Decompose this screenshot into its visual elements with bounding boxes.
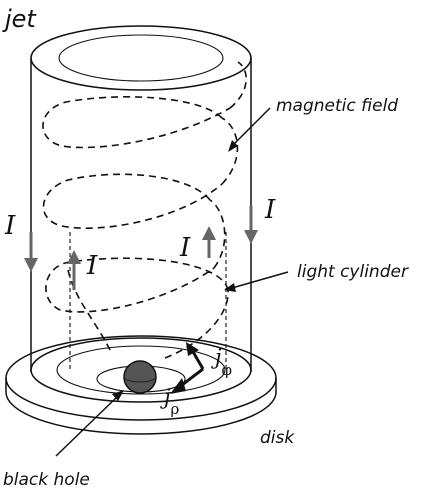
- black-hole-equator: [123, 376, 157, 383]
- current-label-outer-left: I: [4, 211, 16, 241]
- light-cylinder-pointer-head: [224, 283, 236, 292]
- j-rho-vector: [181, 367, 204, 387]
- current-arrow-outer-left-head: [24, 258, 38, 272]
- j-rho-subscript: ρ: [171, 400, 180, 418]
- field-line-3: [42, 173, 223, 229]
- field-line-2: [209, 199, 226, 269]
- disk-rim: [5, 378, 277, 435]
- black-hole: [123, 360, 157, 394]
- light-cylinder-pointer: [231, 271, 289, 289]
- j-phi-vector: [190, 349, 205, 370]
- disk-top: [5, 335, 277, 421]
- j-phi-base: j: [211, 345, 222, 369]
- current-arrow-inner-right-head: [202, 226, 216, 240]
- field-line-4: [221, 117, 239, 185]
- black-hole-label: black hole: [3, 470, 90, 489]
- jet-label: jet: [2, 5, 37, 33]
- current-arrow-outer-right-head: [244, 230, 258, 244]
- field-line-5: [42, 96, 231, 149]
- magnetic-field-helix: [42, 61, 247, 359]
- field-line-0: [164, 289, 229, 359]
- j-rho-base: j: [160, 385, 171, 409]
- cylinder-top-inner: [58, 34, 224, 82]
- j-phi-vector-head: [186, 342, 199, 356]
- field-line-1: [45, 257, 229, 313]
- current-label-inner-left: I: [86, 251, 98, 281]
- current-arrow-inner-left-head: [67, 250, 81, 264]
- jet-base-inner-ring: [56, 345, 226, 395]
- j-phi-subscript: φ: [222, 361, 233, 379]
- current-density-vectors: [170, 342, 205, 394]
- magnetic-field-pointer-head: [228, 140, 238, 152]
- light-cylinder-label: light cylinder: [297, 262, 409, 282]
- j-rho-label: jρ: [160, 385, 180, 418]
- label-pointers: [55, 107, 289, 457]
- current-label-outer-right: I: [264, 195, 276, 225]
- current-arrows: [24, 206, 258, 290]
- current-label-inner-right: I: [179, 233, 191, 263]
- j-phi-label: jφ: [211, 345, 232, 379]
- disk-label: disk: [260, 428, 295, 448]
- field-line-6: [229, 61, 247, 109]
- magnetic-field-pointer: [231, 107, 271, 147]
- magnetic-field-label: magnetic field: [276, 96, 398, 116]
- j-rho-vector-head: [170, 378, 186, 394]
- cylinder-top-rim: [30, 25, 252, 91]
- black-hole-sphere: [123, 360, 157, 394]
- black-hole-pointer-head: [112, 390, 124, 401]
- black-hole-pointer: [55, 395, 119, 457]
